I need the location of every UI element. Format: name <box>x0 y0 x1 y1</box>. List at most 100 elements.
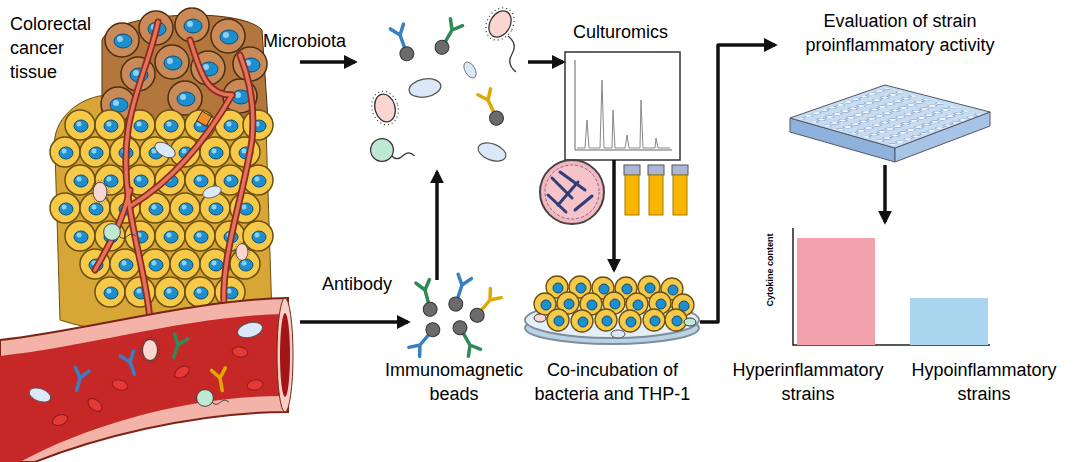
illustration-part <box>548 172 592 212</box>
illustration-part <box>790 85 990 148</box>
illustration-part <box>476 139 509 164</box>
illustration-part <box>70 367 89 392</box>
illustration-part <box>643 309 665 331</box>
illustration-label: Antibody <box>322 272 392 296</box>
axis-label: Cytokine content <box>765 233 776 306</box>
illustration-part <box>104 224 136 241</box>
illustration-part <box>799 88 981 145</box>
illustration-part <box>95 110 125 140</box>
chart-bar: Hyperinflammatory strains <box>797 238 875 345</box>
illustration-part <box>175 8 209 42</box>
flow-arrow <box>612 160 616 270</box>
bar-chart: Cytokine contentHyperinflammatory strain… <box>790 222 990 345</box>
illustration-part <box>575 196 592 210</box>
illustration-part <box>140 337 160 363</box>
illustration-part <box>547 309 569 331</box>
illustration-part <box>95 22 253 320</box>
illustration-part <box>120 351 141 376</box>
illustration-part <box>152 139 178 161</box>
coculture-dish: Co-incubation of bacteria and THP-1 <box>525 270 700 345</box>
illustration-part <box>155 45 189 79</box>
illustration-part <box>467 289 501 326</box>
illustration-part <box>548 195 566 212</box>
bead-cluster: AntibodyImmunomagnetic beads <box>408 280 500 348</box>
illustration-part <box>51 413 69 428</box>
illustration-part <box>611 330 625 338</box>
microbiota-cluster: Microbiota <box>355 5 528 172</box>
illustration-part <box>105 23 139 57</box>
illustration-part <box>155 221 185 251</box>
illustration-part <box>408 76 443 99</box>
illustration-part <box>246 379 263 392</box>
illustration-part <box>793 228 990 345</box>
illustration-part <box>65 221 95 251</box>
illustration-part <box>595 309 617 331</box>
illustration-label: Immunomagnetic beads <box>379 358 529 406</box>
illustration-part <box>416 279 439 317</box>
illustration-part <box>197 111 212 126</box>
assay-plate: Evaluation of strain proinflammatory act… <box>775 5 1030 165</box>
illustration-part <box>571 310 593 332</box>
illustration-part <box>450 318 480 356</box>
illustration-part <box>368 88 402 128</box>
illustration-part <box>50 137 80 167</box>
illustration-part <box>243 221 273 251</box>
illustration-part <box>95 22 253 320</box>
flow-arrow <box>435 172 439 280</box>
illustration-part <box>185 221 215 251</box>
illustration-part <box>390 24 415 63</box>
illustration-part <box>649 175 663 215</box>
illustration-part <box>80 137 110 167</box>
illustration-part <box>665 309 687 331</box>
illustration-part <box>211 19 245 53</box>
immunomagnetic-beads <box>409 274 501 356</box>
illustration-part <box>170 193 200 223</box>
microbiota-cluster <box>368 3 520 165</box>
illustration-part <box>243 110 273 140</box>
bar-label: Hyperinflammatory strains <box>720 358 896 406</box>
illustration-part <box>619 310 641 332</box>
illustration-part <box>545 165 599 219</box>
illustration-part <box>111 378 129 392</box>
illustration-part <box>155 277 185 307</box>
illustration-part <box>552 178 572 198</box>
illustration-part <box>648 165 664 175</box>
culturomics-panel: Culturomics <box>563 52 682 160</box>
illustration-part <box>432 19 462 57</box>
tumor-illustration <box>50 8 273 335</box>
illustration-label: Microbiota <box>263 29 346 53</box>
blood-vessel <box>0 298 293 462</box>
culturomics-illustration <box>540 52 688 224</box>
illustration-part <box>672 165 688 175</box>
illustration-part <box>534 314 546 322</box>
tissue-illustration: Colorectal cancer tissue <box>0 0 300 462</box>
illustration-label: Colorectal cancer tissue <box>10 12 105 84</box>
flow-arrow <box>700 45 775 322</box>
illustration-part <box>234 242 250 262</box>
illustration-part <box>478 89 506 128</box>
illustration-part <box>231 346 248 359</box>
illustration-part <box>50 193 80 223</box>
illustration-part <box>155 110 185 140</box>
bar-label: Hypoinflammatory strains <box>896 358 1072 406</box>
illustration-part <box>480 3 520 45</box>
illustration-part <box>95 22 253 320</box>
illustration-part <box>624 165 640 175</box>
illustration-part <box>173 364 192 381</box>
illustration-part <box>684 318 696 326</box>
illustration-part <box>575 60 672 150</box>
illustration-part <box>371 139 415 162</box>
illustration-part <box>0 314 282 462</box>
illustration-part <box>197 390 229 407</box>
illustration-part <box>170 249 200 279</box>
coculture-dish <box>525 276 699 344</box>
illustration-part <box>625 175 639 215</box>
bar-chart-axes <box>793 228 990 345</box>
illustration-part <box>95 22 253 320</box>
flow-arrow <box>300 60 355 64</box>
illustration-part <box>540 160 604 224</box>
illustration-part <box>212 368 230 392</box>
chart-bar: Hypoinflammatory strains <box>910 298 988 345</box>
flow-arrow <box>528 60 563 64</box>
